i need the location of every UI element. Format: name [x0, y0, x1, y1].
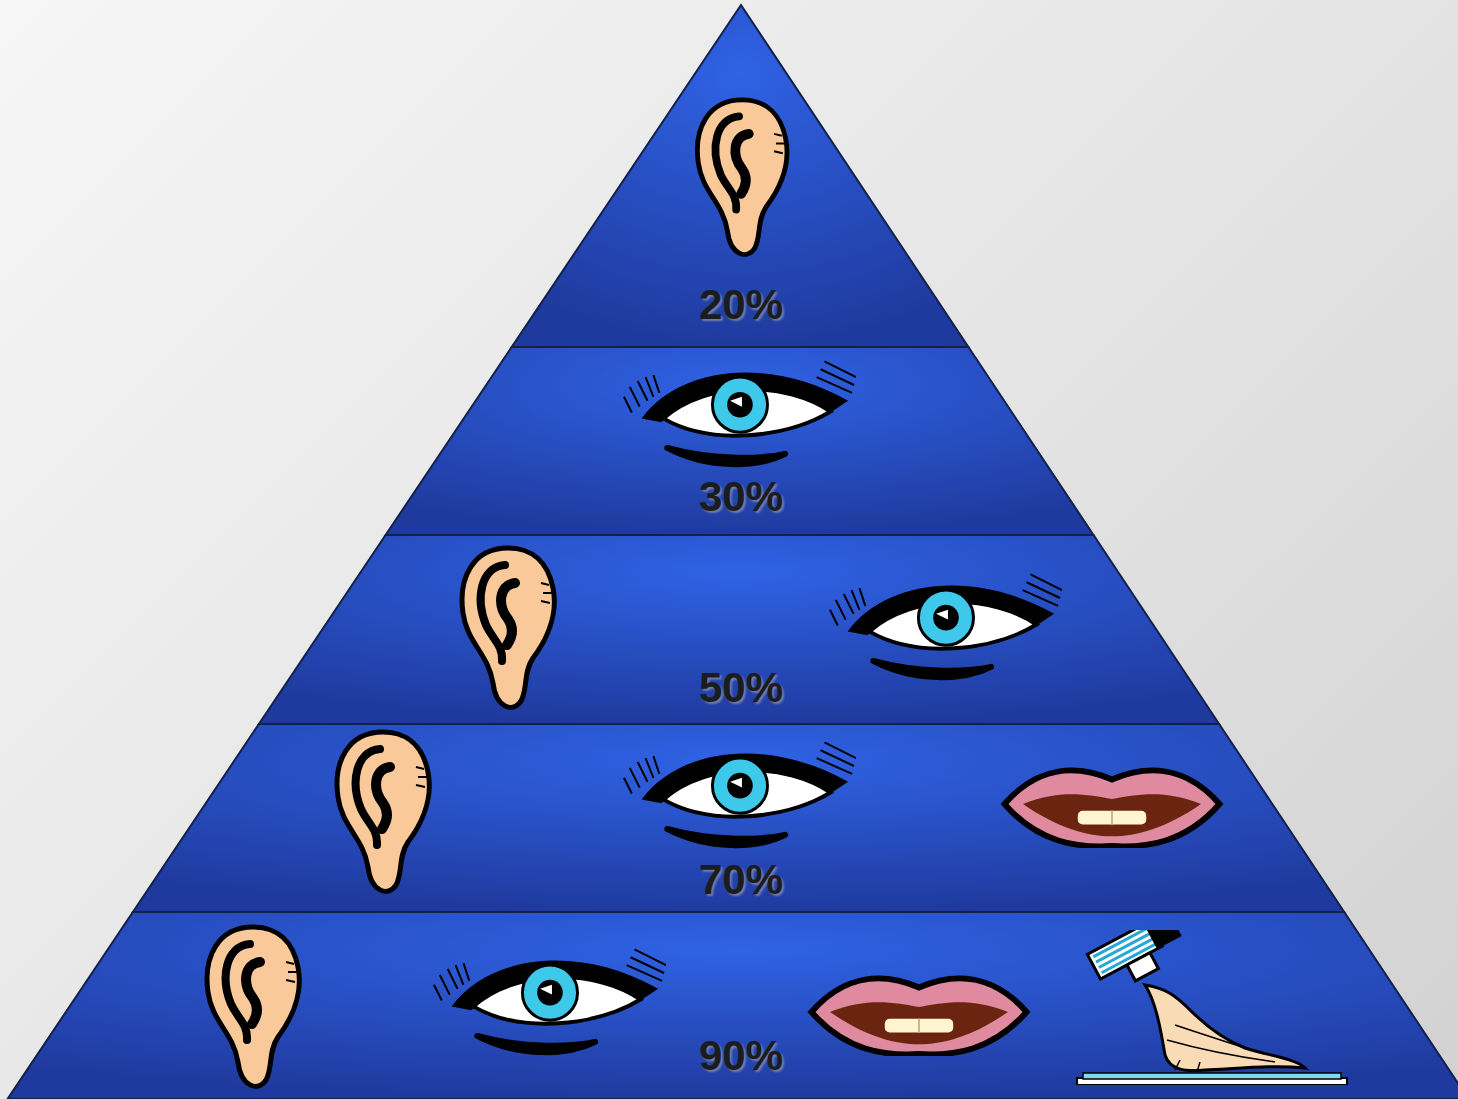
percentage-label: 90%	[699, 1035, 783, 1077]
pyramid-band: 70%	[132, 724, 1345, 912]
pyramid-band: 30%	[385, 347, 1094, 535]
percentage-label: 30%	[699, 476, 783, 518]
pyramid-band: 20%	[511, 5, 969, 347]
percentage-label: 50%	[699, 667, 783, 709]
band-fill	[512, 5, 969, 347]
band-fill	[259, 535, 1219, 724]
band-fill	[8, 912, 1458, 1099]
percentage-label: 70%	[699, 859, 783, 901]
percentage-label: 20%	[699, 284, 783, 326]
band-fill	[386, 347, 1094, 535]
band-fill	[133, 724, 1344, 912]
pyramid-band: 90%	[7, 912, 1458, 1099]
pyramid-band: 50%	[258, 535, 1220, 724]
